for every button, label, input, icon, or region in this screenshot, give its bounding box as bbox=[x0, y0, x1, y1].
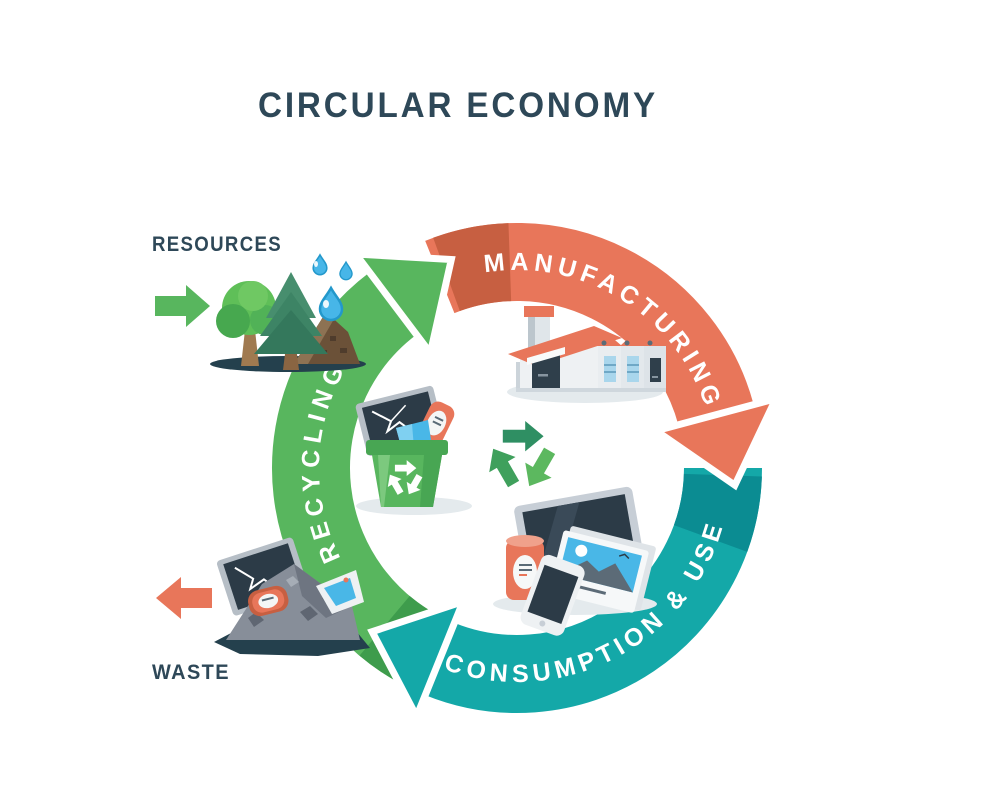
resources-illustration bbox=[210, 254, 366, 372]
waste-label: WASTE bbox=[152, 661, 230, 684]
page-title: CIRCULAR ECONOMY bbox=[258, 86, 658, 125]
recycling-arrowhead-icon bbox=[348, 250, 456, 362]
waste-pile-icon bbox=[214, 537, 370, 656]
resources-arrow-icon bbox=[155, 285, 210, 327]
pine-tree-icon bbox=[254, 272, 328, 370]
consumption-arrowhead-icon bbox=[367, 595, 470, 725]
factory-icon bbox=[507, 306, 667, 403]
manufacturing-arrowhead-icon bbox=[647, 393, 783, 491]
recycle-bin-icon bbox=[355, 385, 472, 515]
cycle-arrowheads bbox=[348, 250, 783, 725]
recycle-symbol-icon bbox=[480, 421, 563, 494]
resources-label: RESOURCES bbox=[152, 233, 282, 256]
devices-icon bbox=[493, 486, 657, 636]
waste-arrow-icon bbox=[156, 577, 212, 619]
